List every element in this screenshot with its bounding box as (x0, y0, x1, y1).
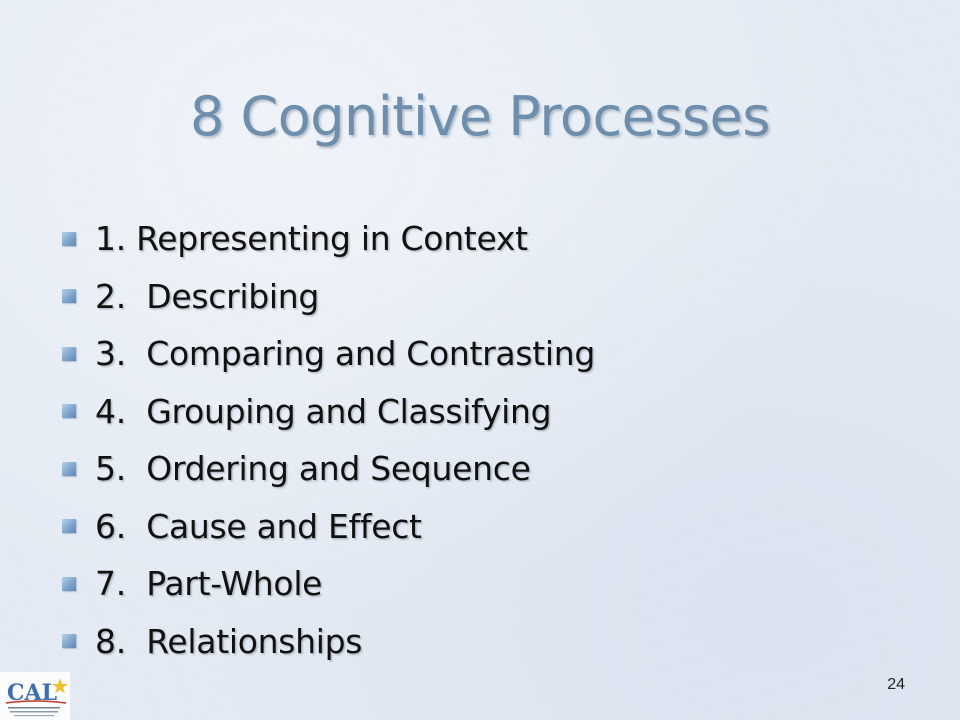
list-item-text: 8. Relationships (95, 621, 363, 661)
list-item: 8. Relationships (58, 613, 595, 671)
bullet-list: 1. Representing in Context 2. Describing… (58, 210, 595, 670)
bullet-square-icon (62, 576, 76, 591)
bullet-square-icon (62, 634, 76, 649)
list-item: 1. Representing in Context (58, 210, 595, 268)
bullet-square-icon (62, 289, 76, 304)
bullet-square-icon (62, 519, 76, 534)
list-item: 5. Ordering and Sequence (58, 440, 595, 498)
list-item: 4. Grouping and Classifying (58, 383, 595, 441)
list-item: 2. Describing (58, 268, 595, 326)
bullet-square-icon (62, 461, 76, 476)
slide-title: 8 Cognitive Processes (190, 85, 771, 148)
list-item-text: 7. Part-Whole (95, 564, 323, 604)
list-item: 7. Part-Whole (58, 555, 595, 613)
page-number: 24 (887, 676, 905, 693)
list-item-text: 3. Comparing and Contrasting (95, 334, 596, 374)
list-item-text: 5. Ordering and Sequence (95, 449, 531, 489)
list-item: 6. Cause and Effect (58, 498, 595, 556)
bullet-square-icon (62, 346, 76, 361)
list-item-text: 4. Grouping and Classifying (95, 391, 552, 431)
list-item-text: 2. Describing (95, 276, 320, 316)
list-item: 3. Comparing and Contrasting (58, 325, 595, 383)
list-item-text: 1. Representing in Context (95, 219, 528, 259)
list-item-text: 6. Cause and Effect (95, 506, 422, 546)
bullet-square-icon (62, 404, 76, 419)
bullet-square-icon (62, 231, 76, 246)
cal-logo-icon: CAL (0, 672, 70, 720)
